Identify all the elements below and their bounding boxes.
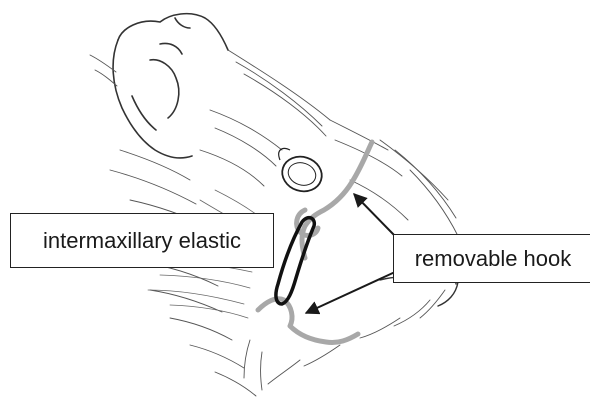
removable-hook-label: removable hook (393, 234, 590, 283)
lower-removable-hook (258, 299, 358, 343)
arrow-to-lower-hook (306, 272, 395, 313)
eye-sketch (278, 148, 327, 196)
intermaxillary-elastic-label: intermaxillary elastic (10, 213, 274, 268)
intermaxillary-elastic-loop (276, 218, 314, 304)
ear-sketch (113, 14, 228, 158)
arrow-to-upper-hook (354, 194, 395, 236)
